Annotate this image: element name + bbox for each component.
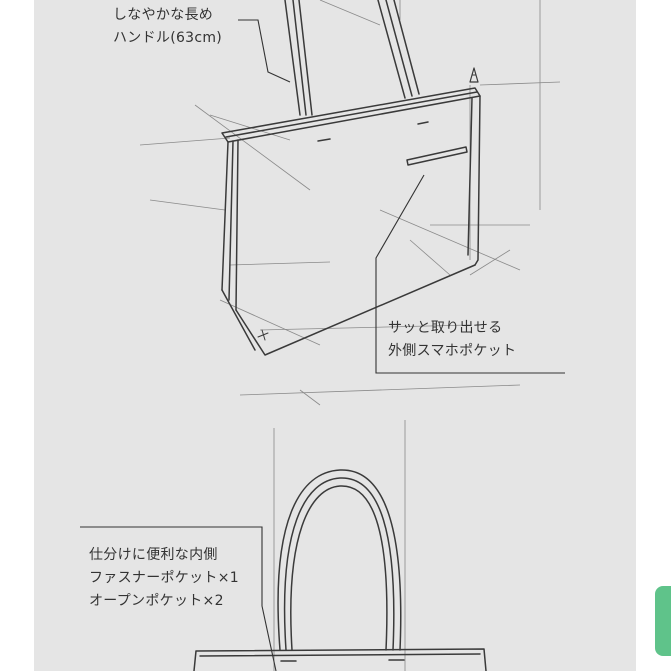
inner-pocket-caption-line-1: 仕分けに便利な内側 [89, 547, 218, 563]
inner-pocket-caption-line-2: ファスナーポケット×1 [89, 570, 239, 586]
handle-caption-line-1: しなやかな長め [113, 7, 214, 23]
bag-top [221, 0, 481, 356]
outer-pocket-caption-line-1: サッと取り出せる [388, 320, 503, 336]
handle-caption: しなやかな長め ハンドル(63cm) [113, 4, 222, 50]
outer-pocket-caption-line-2: 外側スマホポケット [388, 343, 517, 359]
inner-pocket-caption: 仕分けに便利な内側 ファスナーポケット×1 オープンポケット×2 [89, 544, 239, 613]
construction-guide-lines [80, 0, 561, 671]
product-illustration-panel [34, 0, 636, 671]
callout-leaders [80, 19, 565, 671]
scrollbar-thumb[interactable] [655, 586, 671, 656]
bag-bottom [193, 469, 487, 671]
inner-pocket-caption-line-3: オープンポケット×2 [89, 593, 224, 609]
outer-pocket-caption: サッと取り出せる 外側スマホポケット [388, 317, 516, 363]
handle-caption-line-2: ハンドル(63cm) [113, 30, 223, 46]
